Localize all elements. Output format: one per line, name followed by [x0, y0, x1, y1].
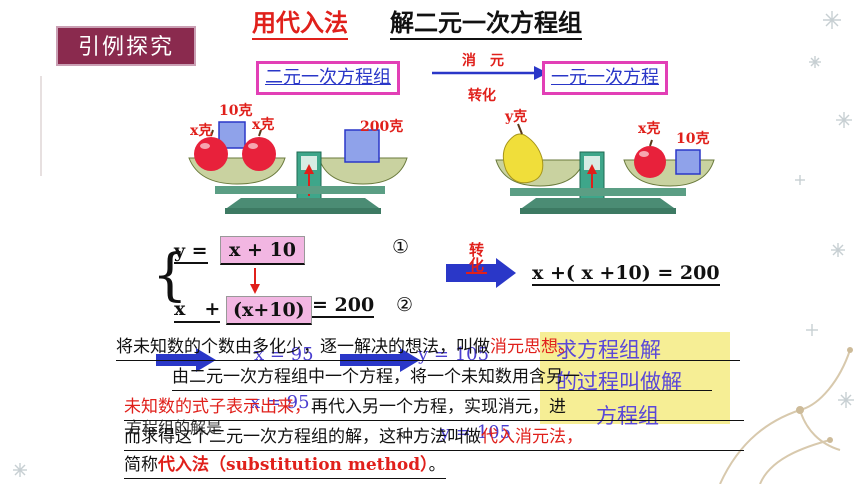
text-method-name: 而求得这个二元一次方程组的解，这种方法叫做	[124, 427, 481, 447]
equation-2-left: x +	[174, 294, 221, 323]
term-expression: 未知数的式子表示出来，	[124, 397, 311, 417]
pear-label: y克	[505, 109, 528, 125]
equation-1-box: x + 10	[220, 236, 305, 265]
flow-top-label: 消 元	[462, 53, 504, 69]
equation-2-right: = 200	[312, 294, 375, 318]
right-weight-label: 10克	[676, 131, 710, 147]
equation-1-left: y =	[174, 240, 208, 264]
term-elimination-idea: 消元思想。	[490, 337, 575, 357]
apple-label-2: x克	[252, 117, 275, 133]
system-brace: {	[152, 243, 188, 308]
weight-big-label: 200克	[360, 119, 404, 135]
left-balance-scale	[188, 121, 408, 214]
ghost-highlight	[540, 332, 730, 424]
ghost-def-1: 求方程组解	[556, 338, 661, 362]
right-apple-label: x克	[638, 121, 661, 137]
flow-bottom-label: 转化	[468, 88, 496, 104]
paragraph-line-4: 而求得这个二元一次方程组的解，这种方法叫做代入消元法，	[124, 424, 744, 451]
ghost-solution-text: 方程组的解是	[126, 418, 223, 437]
ghost-y-value: y = 105	[418, 344, 490, 365]
paragraph-line-5: 简称代入法（substitution method）。	[124, 452, 446, 479]
term-substitution-elimination: 代入消元法，	[481, 427, 583, 447]
equation-2-box: (x+10)	[226, 296, 312, 325]
ghost-y-value-2: y = 105	[440, 422, 512, 443]
text-period: 。	[428, 455, 446, 475]
ghost-x-value: x = 95	[254, 344, 314, 365]
paragraph-line-2: 由二元一次方程组中一个方程，将一个未知数用含另一	[172, 364, 712, 391]
flow-left-box: 二元一次方程组	[256, 61, 400, 95]
equation-1-mark: ①	[392, 236, 410, 258]
paragraph-line-1: 将未知数的个数由多化少，逐一解决的想法，叫做消元思想。	[116, 334, 740, 361]
apple-label-1: x克	[190, 123, 213, 139]
text-abbrev: 简称	[124, 455, 158, 475]
title-method: 用代入法	[252, 8, 348, 40]
substitution-arrow	[250, 268, 260, 294]
right-balance-scale	[495, 123, 715, 214]
text-elimination-idea: 将未知数的个数由多化少，逐一解决的想法，叫做	[116, 337, 490, 357]
text-substitute: 再代入另一个方程，实现消元，进	[311, 397, 566, 417]
term-substitution-method: 代入法（substitution method）	[158, 455, 429, 475]
flow-right-box: 一元一次方程	[542, 61, 668, 95]
result-equation: x +( x +10) = 200	[532, 262, 720, 286]
transform-label: 转化	[466, 242, 487, 274]
weight-small-label: 10克	[219, 103, 253, 119]
ghost-x-value-2: x = 95	[250, 392, 310, 413]
paragraph-line-3: 未知数的式子表示出来，再代入另一个方程，实现消元，进	[124, 394, 744, 421]
ghost-def-3: 方程组	[596, 404, 659, 428]
section-badge: 引例探究	[56, 26, 196, 66]
equation-2-mark: ②	[396, 294, 414, 316]
flow-arrow	[432, 66, 548, 80]
page-title: 解二元一次方程组	[390, 8, 582, 40]
